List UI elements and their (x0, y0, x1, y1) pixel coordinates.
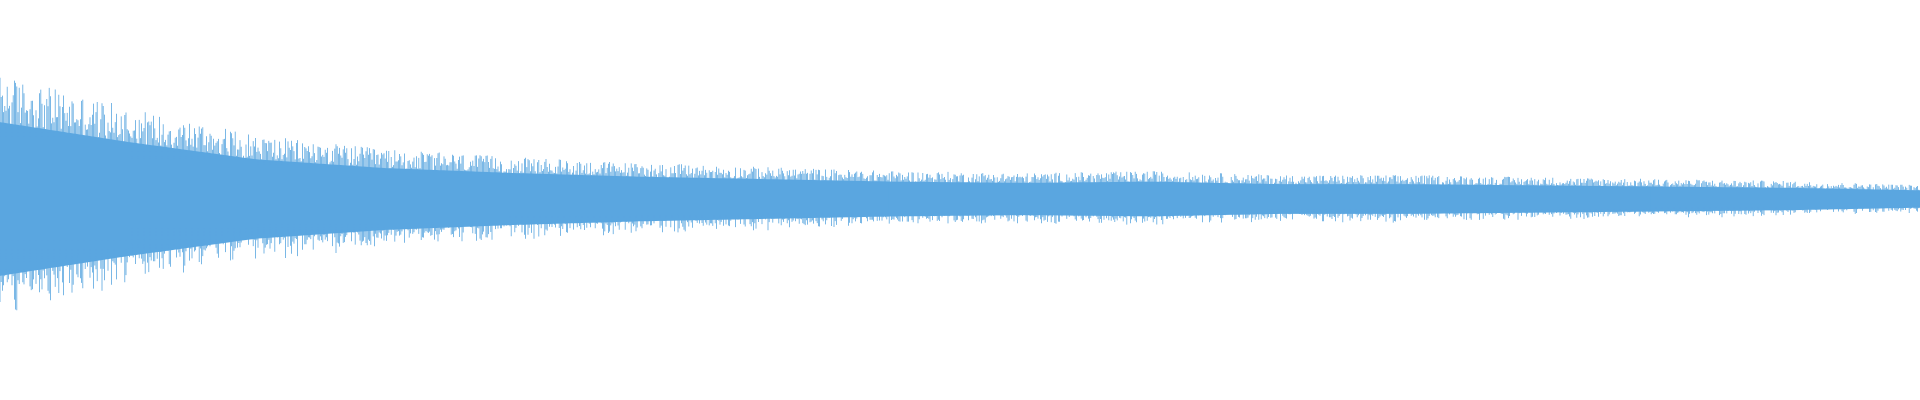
waveform-peaks (0, 77, 1920, 311)
